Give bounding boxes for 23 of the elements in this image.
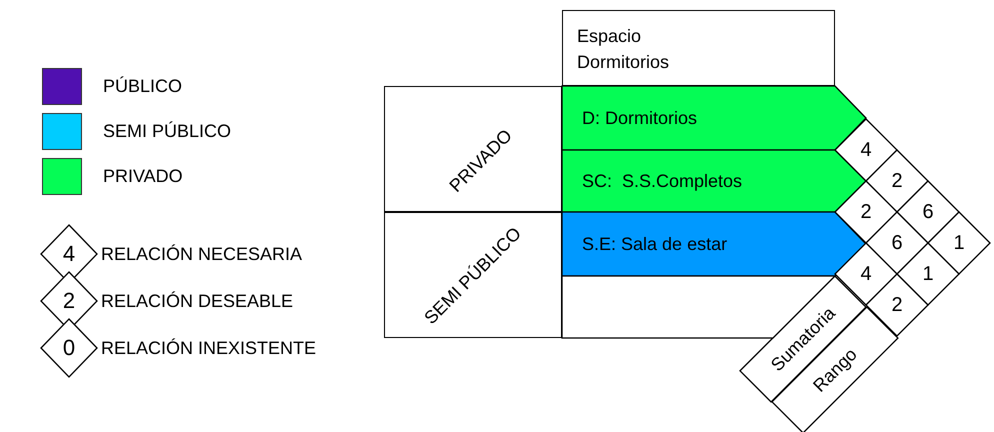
relation-value: 6 bbox=[922, 201, 934, 223]
relation-value: 2 bbox=[891, 294, 903, 316]
legend-label: RELACIÓN INEXISTENTE bbox=[101, 337, 316, 359]
relation-value: 2 bbox=[891, 170, 903, 192]
legend-label: PRIVADO bbox=[103, 165, 183, 187]
space-name: D: Dormitorios bbox=[582, 107, 698, 130]
column-header-cell bbox=[562, 10, 835, 86]
legend-label: PÚBLICO bbox=[103, 75, 182, 97]
relation-value: 6 bbox=[891, 232, 903, 254]
legend-value: 2 bbox=[62, 289, 76, 313]
relation-value: 1 bbox=[922, 263, 934, 285]
column-header-text: Espacio Dormitorios bbox=[577, 25, 670, 74]
legend-label: RELACIÓN NECESARIA bbox=[101, 243, 302, 265]
legend-label: SEMI PÚBLICO bbox=[103, 120, 232, 142]
relation-value: 1 bbox=[953, 232, 965, 254]
legend-value: 0 bbox=[62, 336, 76, 360]
legend-value: 4 bbox=[62, 242, 76, 266]
relation-value: 4 bbox=[860, 139, 872, 161]
space-name: SC: S.S.Completos bbox=[582, 170, 742, 193]
legend-label: RELACIÓN DESEABLE bbox=[101, 290, 294, 312]
relation-value: 4 bbox=[860, 263, 872, 285]
relation-value: 2 bbox=[860, 201, 872, 223]
space-name: S.E: Sala de estar bbox=[582, 233, 728, 256]
